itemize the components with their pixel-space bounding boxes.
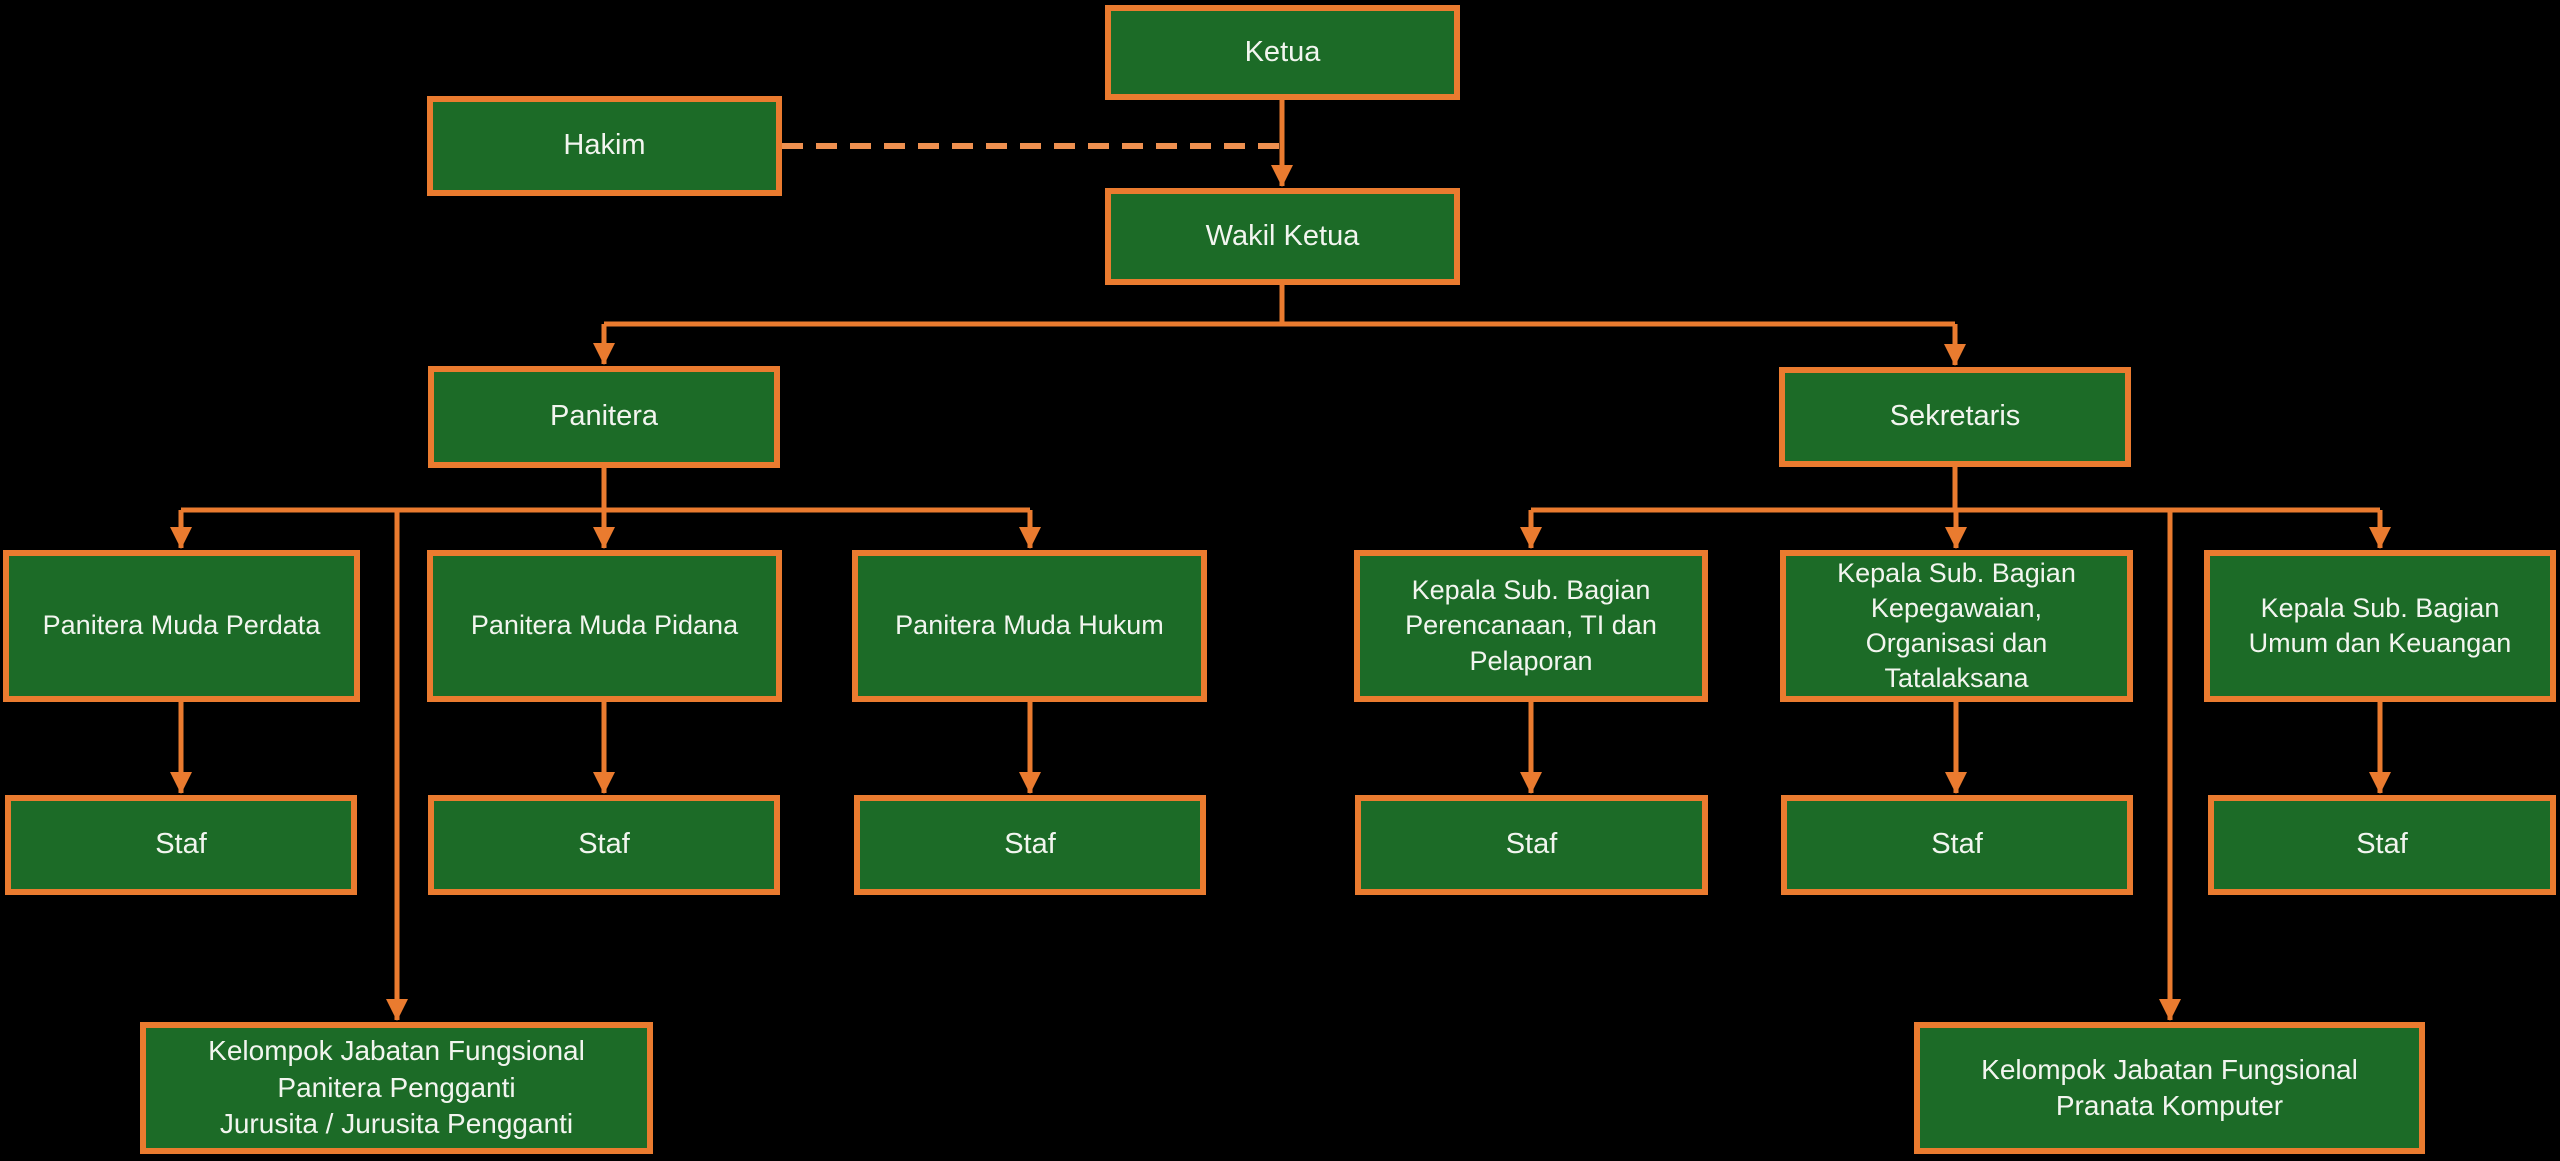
node-kasub-perencanaan: Kepala Sub. Bagian Perencanaan, TI dan P…: [1354, 550, 1708, 702]
node-label: Kepala Sub. Bagian Umum dan Keuangan: [2248, 592, 2512, 658]
node-sekretaris: Sekretaris: [1779, 367, 2131, 467]
node-kasub-kepegawaian: Kepala Sub. Bagian Kepegawaian, Organisa…: [1780, 550, 2133, 702]
node-kelompok-jabatan-fungsional-pranata: Kelompok Jabatan Fungsional Pranata Komp…: [1914, 1022, 2425, 1154]
node-label: Staf: [1931, 828, 1983, 861]
node-panitera-muda-hukum: Panitera Muda Hukum: [852, 550, 1207, 702]
node-label: Wakil Ketua: [1205, 219, 1360, 252]
node-panitera-muda-perdata: Panitera Muda Perdata: [3, 550, 360, 702]
node-hakim: Hakim: [427, 96, 782, 196]
node-label: Panitera Muda Pidana: [470, 610, 739, 641]
node-wakil-ketua: Wakil Ketua: [1105, 188, 1460, 285]
node-label: Panitera: [549, 400, 658, 433]
node-kelompok-jabatan-fungsional-panitera: Kelompok Jabatan Fungsional Panitera Pen…: [140, 1022, 653, 1154]
node-staf-umum: Staf: [2208, 795, 2556, 895]
node-label: Panitera Muda Perdata: [42, 610, 321, 641]
node-staf-perdata: Staf: [5, 795, 357, 895]
node-label: Staf: [1505, 828, 1558, 861]
node-label: Panitera Muda Hukum: [895, 610, 1164, 641]
node-ketua: Ketua: [1105, 5, 1460, 100]
node-label: Staf: [155, 828, 207, 861]
node-label: Kepala Sub. Bagian Kepegawaian, Organisa…: [1837, 557, 2076, 694]
node-label: Staf: [1004, 828, 1056, 861]
node-label: Ketua: [1244, 35, 1321, 68]
node-panitera: Panitera: [428, 366, 780, 468]
node-label: Kelompok Jabatan Fungsional Pranata Komp…: [1981, 1053, 2358, 1121]
node-label: Sekretaris: [1889, 400, 2021, 433]
node-label: Staf: [2356, 828, 2408, 861]
node-staf-pidana: Staf: [428, 795, 780, 895]
node-kasub-umum: Kepala Sub. Bagian Umum dan Keuangan: [2204, 550, 2556, 702]
node-staf-kepegawaian: Staf: [1781, 795, 2133, 895]
node-label: Hakim: [563, 129, 646, 162]
node-label: Staf: [578, 828, 630, 861]
node-label: Kepala Sub. Bagian Perencanaan, TI dan P…: [1405, 575, 1657, 676]
node-panitera-muda-pidana: Panitera Muda Pidana: [427, 550, 782, 702]
node-staf-perencanaan: Staf: [1355, 795, 1708, 895]
node-staf-hukum: Staf: [854, 795, 1206, 895]
node-label: Kelompok Jabatan Fungsional Panitera Pen…: [208, 1035, 585, 1140]
